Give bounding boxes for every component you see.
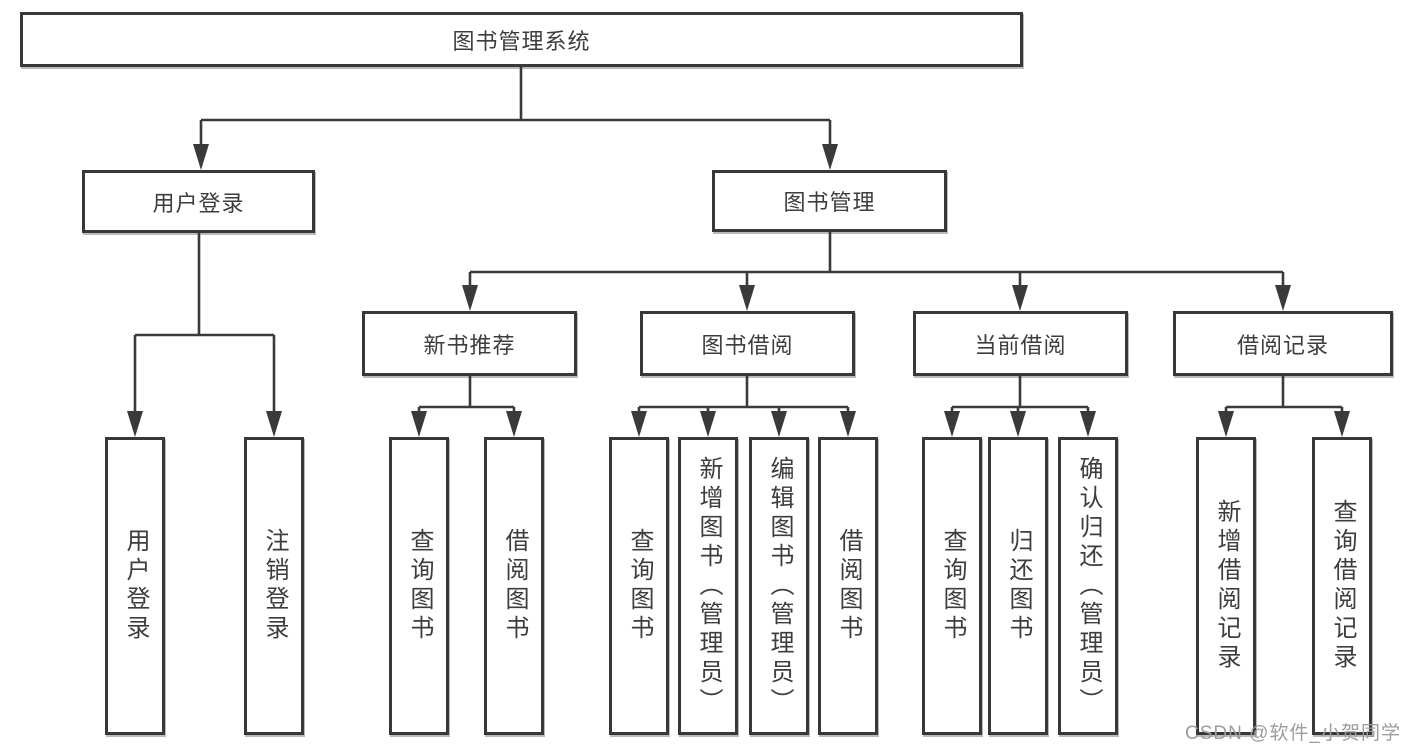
node-confirm-return-admin: 确认归还（管理员） (1058, 437, 1118, 735)
node-query-borrow-record: 查询借阅记录 (1312, 437, 1372, 735)
node-query-books-recommend: 查询图书 (389, 437, 449, 735)
node-book-borrow: 图书借阅 (640, 311, 855, 376)
node-user-login: 用户登录 (82, 170, 315, 233)
watermark: CSDN @软件_小贺同学 (1185, 723, 1401, 744)
node-book-management: 图书管理 (712, 170, 947, 232)
node-new-book-recommend: 新书推荐 (362, 311, 577, 376)
node-borrow-books-recommend: 借阅图书 (484, 437, 544, 735)
node-borrow-records: 借阅记录 (1173, 311, 1393, 376)
node-query-books-borrow: 查询图书 (609, 437, 669, 735)
connector-new-book-recommend-children (417, 376, 516, 415)
node-borrow-books: 借阅图书 (818, 437, 878, 735)
connector-root-to-level2 (199, 67, 832, 150)
connector-borrow-records-children (1224, 376, 1344, 415)
node-library-system: 图书管理系统 (20, 12, 1023, 67)
node-return-books: 归还图书 (988, 437, 1048, 735)
node-add-borrow-record: 新增借阅记录 (1196, 437, 1256, 735)
node-user-login-leaf: 用户登录 (105, 437, 165, 735)
connector-current-borrow-children (950, 376, 1090, 415)
arrowheads (127, 144, 1350, 437)
connector-book-management-children (468, 232, 1285, 289)
node-edit-books-admin: 编辑图书（管理员） (749, 437, 809, 735)
node-query-books-current: 查询图书 (922, 437, 982, 735)
node-add-books-admin: 新增图书（管理员） (678, 437, 738, 735)
node-logout: 注销登录 (244, 437, 304, 735)
connector-user-login-children (133, 233, 276, 415)
node-current-borrow: 当前借阅 (913, 311, 1128, 376)
connector-book-borrow-children (637, 376, 850, 415)
